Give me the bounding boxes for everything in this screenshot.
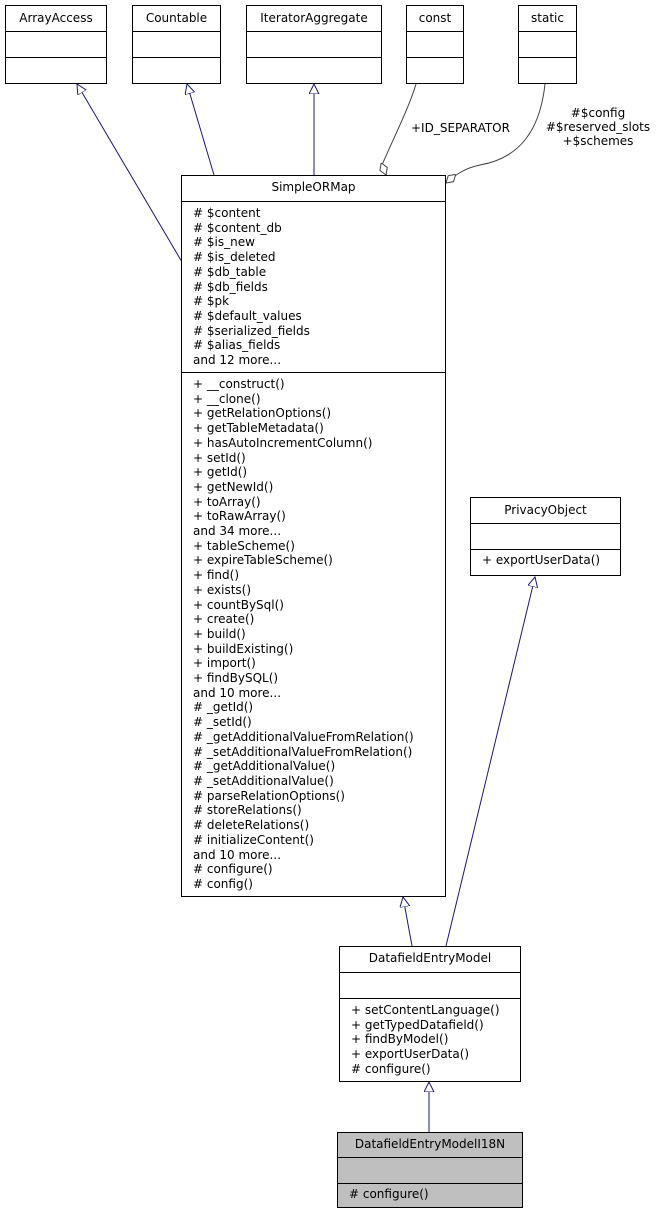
class-name: DatafieldEntryModel bbox=[368, 951, 492, 965]
class-privacyobject[interactable]: PrivacyObject + exportUserData() bbox=[470, 497, 621, 576]
method-item: + tableScheme() bbox=[193, 538, 295, 553]
class-const[interactable]: const bbox=[406, 5, 464, 84]
method-item: and 10 more... bbox=[193, 685, 282, 700]
method-item: + toRawArray() bbox=[193, 509, 286, 524]
class-static[interactable]: static bbox=[518, 5, 577, 84]
attribute-item: # $default_values bbox=[193, 308, 302, 323]
method-item: # deleteRelations() bbox=[193, 818, 310, 833]
method-list: + setContentLanguage()+ getTypedDatafiel… bbox=[340, 1003, 520, 1077]
class-arrayaccess[interactable]: ArrayAccess bbox=[5, 5, 107, 84]
method-item: # configure() bbox=[193, 862, 273, 877]
method-item: + exportUserData() bbox=[351, 1047, 470, 1062]
inherit-edge-arrayaccess bbox=[77, 84, 183, 263]
method-item: # configure() bbox=[349, 1187, 429, 1201]
method-item: # _setAdditionalValue() bbox=[193, 773, 334, 788]
attribute-list: # $content# $content_db# $is_new# $is_de… bbox=[182, 206, 445, 368]
class-name: DatafieldEntryModelI18N bbox=[354, 1137, 506, 1151]
class-datafieldentrymodel[interactable]: DatafieldEntryModel + setContentLanguage… bbox=[339, 946, 521, 1082]
class-countable[interactable]: Countable bbox=[132, 5, 221, 84]
method-item: + getTypedDatafield() bbox=[351, 1017, 484, 1032]
method-item: + exists() bbox=[193, 582, 252, 597]
class-name: ArrayAccess bbox=[19, 11, 93, 25]
class-name: PrivacyObject bbox=[504, 503, 587, 517]
method-item: + getRelationOptions() bbox=[193, 406, 332, 421]
method-item: + countBySql() bbox=[193, 597, 284, 612]
method-item: # _getAdditionalValueFromRelation() bbox=[193, 729, 414, 744]
inherit-edge-countable bbox=[187, 84, 215, 176]
method-list: # configure() bbox=[338, 1187, 522, 1202]
method-item: + findBySQL() bbox=[193, 671, 279, 686]
edge-label-line: +$schemes bbox=[562, 134, 634, 148]
class-name: const bbox=[418, 11, 452, 25]
method-item: # _getId() bbox=[193, 700, 254, 715]
method-item: + hasAutoIncrementColumn() bbox=[193, 435, 373, 450]
method-item: + find() bbox=[193, 568, 240, 583]
class-name: Countable bbox=[145, 11, 208, 25]
attribute-item: # $db_fields bbox=[193, 279, 268, 294]
method-item: + exportUserData() bbox=[482, 553, 601, 567]
attribute-item: # $pk bbox=[193, 294, 230, 309]
method-item: + getTableMetadata() bbox=[193, 421, 324, 436]
class-name: static bbox=[531, 11, 564, 25]
method-item: + expireTableScheme() bbox=[193, 553, 333, 568]
class-iteratoraggregate[interactable]: IteratorAggregate bbox=[246, 5, 382, 84]
inherit-edge-simpleormap bbox=[403, 897, 413, 947]
method-item: + buildExisting() bbox=[193, 641, 294, 656]
method-item: and 10 more... bbox=[193, 847, 282, 862]
method-item: and 34 more... bbox=[193, 524, 282, 539]
edge-label-id-separator: +ID_SEPARATOR bbox=[411, 121, 510, 135]
method-item: + getId() bbox=[193, 465, 248, 480]
method-item: + toArray() bbox=[193, 494, 261, 509]
method-item: + getNewId() bbox=[193, 479, 274, 494]
class-name: SimpleORMap bbox=[271, 180, 356, 194]
class-datafieldentrymodeli18n[interactable]: DatafieldEntryModelI18N # configure() bbox=[337, 1132, 523, 1208]
attribute-item: and 12 more... bbox=[193, 353, 282, 368]
method-item: + setId() bbox=[193, 450, 246, 465]
class-simpleormap[interactable]: SimpleORMap # $content# $content_db# $is… bbox=[181, 175, 446, 897]
attribute-item: # $content_db bbox=[193, 220, 282, 235]
method-item: + findByModel() bbox=[351, 1032, 449, 1047]
method-item: + __construct() bbox=[193, 377, 285, 391]
use-edge-static bbox=[446, 83, 546, 183]
method-item: + __clone() bbox=[193, 391, 261, 406]
method-item: # _setId() bbox=[193, 715, 252, 730]
edge-label-line: #$config bbox=[570, 106, 626, 120]
attribute-item: # $alias_fields bbox=[193, 338, 281, 353]
method-list: + exportUserData() bbox=[471, 553, 620, 568]
method-item: # config() bbox=[193, 876, 253, 891]
attribute-item: # $serialized_fields bbox=[193, 323, 310, 338]
method-item: # _setAdditionalValueFromRelation() bbox=[193, 744, 413, 759]
inherit-edge-privacyobject bbox=[445, 577, 535, 947]
edge-label-line: #$reserved_slots bbox=[545, 120, 651, 134]
edge-label-static-members: #$config #$reserved_slots +$schemes bbox=[535, 106, 661, 148]
method-item: + import() bbox=[193, 656, 256, 671]
method-item: + setContentLanguage() bbox=[351, 1003, 500, 1017]
use-edge-const bbox=[382, 83, 417, 175]
attribute-item: # $is_deleted bbox=[193, 250, 276, 265]
class-name: IteratorAggregate bbox=[260, 11, 368, 25]
method-item: # initializeContent() bbox=[193, 832, 314, 847]
method-item: # configure() bbox=[351, 1061, 431, 1076]
method-item: # storeRelations() bbox=[193, 803, 302, 818]
attribute-item: # $db_table bbox=[193, 264, 267, 279]
method-item: # _getAdditionalValue() bbox=[193, 759, 336, 774]
method-list: + __construct()+ __clone()+ getRelationO… bbox=[182, 377, 445, 892]
method-item: + create() bbox=[193, 612, 255, 627]
attribute-item: # $is_new bbox=[193, 235, 255, 250]
method-item: # parseRelationOptions() bbox=[193, 788, 345, 803]
attribute-item: # $content bbox=[193, 206, 261, 220]
method-item: + build() bbox=[193, 626, 246, 641]
